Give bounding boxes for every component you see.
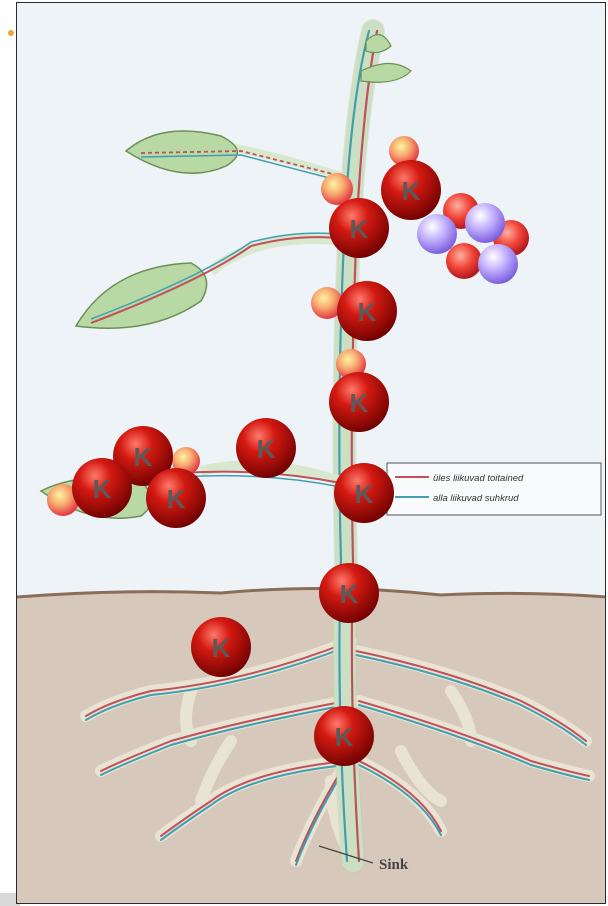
legend-label-up: üles liikuvad toitained bbox=[433, 473, 524, 484]
legend-label-down: alla liikuvad suhkrud bbox=[433, 493, 519, 504]
svg-text:K: K bbox=[335, 722, 354, 752]
svg-text:K: K bbox=[93, 474, 112, 504]
svg-text:K: K bbox=[402, 176, 421, 206]
potassium-ion: K bbox=[381, 160, 441, 220]
svg-text:K: K bbox=[355, 479, 374, 509]
potassium-ion: K bbox=[72, 458, 132, 518]
svg-text:K: K bbox=[350, 388, 369, 418]
potassium-ion: K bbox=[329, 198, 389, 258]
svg-text:K: K bbox=[134, 442, 153, 472]
orange-marker bbox=[8, 30, 14, 36]
svg-text:K: K bbox=[257, 434, 276, 464]
potassium-ion: K bbox=[314, 706, 374, 766]
svg-text:K: K bbox=[358, 297, 377, 327]
soil bbox=[17, 588, 606, 904]
potassium-ion: K bbox=[337, 281, 397, 341]
potassium-ion: K bbox=[334, 463, 394, 523]
svg-text:K: K bbox=[212, 633, 231, 663]
plant-diagram: üles liikuvad toitained alla liikuvad su… bbox=[16, 2, 606, 904]
legend: üles liikuvad toitained alla liikuvad su… bbox=[387, 463, 601, 515]
potassium-ion: K bbox=[329, 372, 389, 432]
potassium-ion: K bbox=[146, 468, 206, 528]
left-margin bbox=[0, 0, 14, 906]
svg-text:K: K bbox=[167, 484, 186, 514]
svg-text:K: K bbox=[350, 214, 369, 244]
potassium-ion: K bbox=[236, 418, 296, 478]
potassium-ion: K bbox=[191, 617, 251, 677]
sink-label: Sink bbox=[379, 857, 409, 873]
plant-illustration: üles liikuvad toitained alla liikuvad su… bbox=[17, 3, 606, 904]
potassium-ion: K bbox=[319, 563, 379, 623]
svg-text:K: K bbox=[340, 579, 359, 609]
